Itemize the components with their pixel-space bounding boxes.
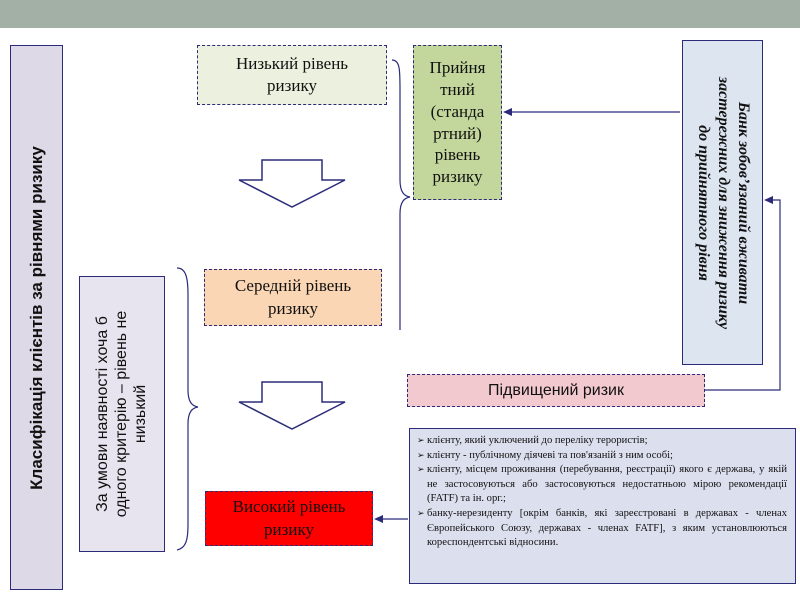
down-arrow-2 <box>238 381 346 430</box>
bank-line: Банк зобов’язаний вживати <box>734 101 752 304</box>
arrowhead-bank <box>764 196 773 204</box>
classification-title-box: Класифікація клієнтів за рівнями ризику <box>10 45 63 590</box>
criteria-item: клієнту - публічному діячеві та пов'язан… <box>417 449 787 464</box>
condition-note: За умови наявності хоча б одного критері… <box>94 310 150 518</box>
accepted-line: рівень <box>434 145 481 165</box>
low-risk-label: Низький рівень ризику <box>235 53 349 95</box>
criteria-item: клієнту, місцем проживання (перебування,… <box>417 463 787 507</box>
down-arrow-1 <box>238 159 346 208</box>
accepted-line: тний <box>440 80 475 99</box>
accepted-line: ризику <box>432 167 483 186</box>
condition-box: За умови наявності хоча б одного критері… <box>79 276 165 552</box>
brace-right <box>391 59 411 330</box>
raised-risk-box: Підвищений ризик <box>407 374 705 407</box>
accepted-level-box: Прийня тний (станда ртний) рівень ризику <box>413 45 502 200</box>
bank-line: до прийнятного рівня <box>694 124 712 281</box>
accepted-line: (станда <box>430 101 485 121</box>
criteria-box: клієнту, який уключений до переліку теро… <box>409 428 796 584</box>
brace-left <box>176 267 199 551</box>
arrowhead-high <box>374 515 383 523</box>
bank-obligation-text: Банк зобов’язаний вживати застережних дл… <box>693 76 753 328</box>
high-risk-label: Високий рівень ризику <box>232 497 346 539</box>
accepted-line: ртний) <box>433 123 482 143</box>
criteria-list: клієнту, який уключений до переліку теро… <box>417 434 787 551</box>
bank-obligation-box: Банк зобов’язаний вживати застережних дл… <box>682 40 763 365</box>
connector-raised-to-bank <box>705 199 781 391</box>
classification-title: Класифікація клієнтів за рівнями ризику <box>26 145 46 490</box>
raised-risk-label: Підвищений ризик <box>488 381 624 399</box>
medium-risk-box: Середній рівень ризику <box>204 269 382 326</box>
criteria-item: клієнту, який уключений до переліку теро… <box>417 434 787 449</box>
accepted-level-label: Прийня тний (станда ртний) рівень ризику <box>430 57 486 188</box>
high-risk-box: Високий рівень ризику <box>205 491 373 546</box>
header-bar <box>0 0 800 28</box>
medium-risk-label: Середній рівень ризику <box>234 276 352 318</box>
arrowhead-accepted <box>503 108 512 116</box>
bank-line: застережних для зниження ризику <box>714 76 732 329</box>
accepted-line: Прийня <box>429 58 486 78</box>
criteria-item: банку-нерезиденту [окрім банків, які зар… <box>417 507 787 551</box>
low-risk-box: Низький рівень ризику <box>197 45 387 105</box>
